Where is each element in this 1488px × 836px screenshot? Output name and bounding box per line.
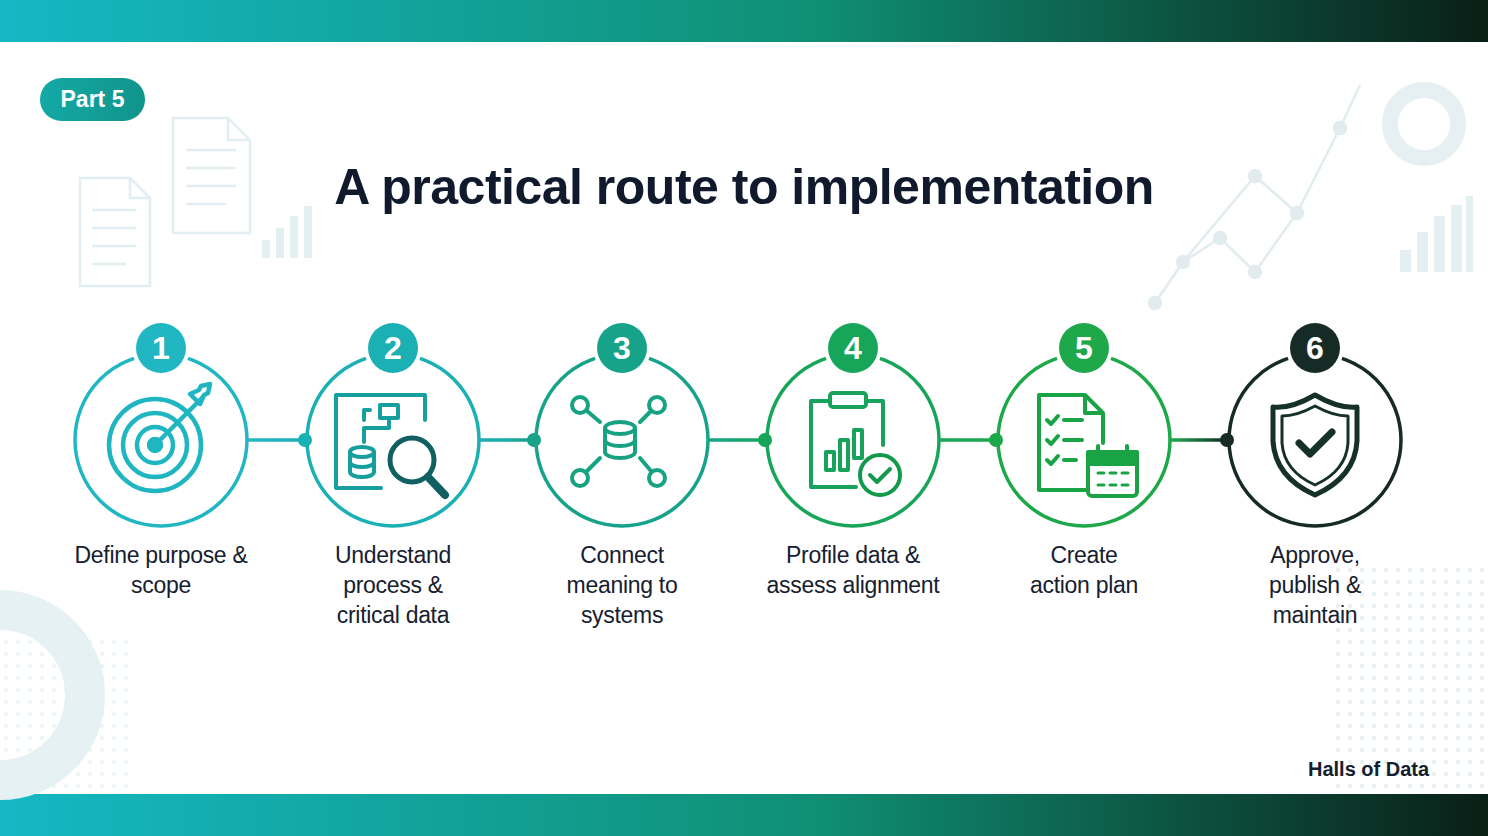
connector-line (1170, 438, 1227, 442)
connector (479, 433, 541, 447)
step-label: Profile data & assess alignment (753, 540, 953, 600)
connector-dot (1220, 433, 1234, 447)
brand-name: Halls of Data (1270, 758, 1470, 781)
circle-outline (73, 352, 249, 528)
connector (1170, 433, 1234, 447)
connector-dot (758, 433, 772, 447)
step-circle: 2Understand process & critical data (305, 352, 481, 528)
part-badge: Part 5 (40, 78, 145, 121)
process-search-icon (336, 395, 445, 495)
circle-outline (534, 352, 710, 528)
circle-stroke (998, 354, 1170, 526)
step-circle: 4Profile data & assess alignment (765, 352, 941, 528)
shield-icon (1273, 395, 1357, 495)
circle-stroke (767, 354, 939, 526)
step-number: 4 (828, 323, 878, 373)
connector-dot (989, 433, 1003, 447)
circle-stroke (536, 354, 708, 526)
connector (247, 433, 312, 447)
step-number: 2 (368, 323, 418, 373)
step-label: Approve, publish & maintain (1259, 540, 1371, 630)
circle-outline (1227, 352, 1403, 528)
step-circle: 3Connect meaning to systems (534, 352, 710, 528)
clipboard-chart-icon (811, 393, 900, 495)
connector-line (247, 438, 305, 442)
circle-stroke (307, 354, 479, 526)
connector (939, 433, 1003, 447)
connector (708, 433, 772, 447)
dot-field (0, 640, 130, 794)
step-circle: 1Define purpose & scope (73, 352, 249, 528)
target-icon (109, 384, 210, 491)
connector-line (939, 438, 996, 442)
step-number: 3 (597, 323, 647, 373)
circle-outline (305, 352, 481, 528)
faint-line-chart (1149, 85, 1360, 309)
step-label: Define purpose & scope (71, 540, 251, 600)
circle-stroke (1229, 354, 1401, 526)
step-label: Connect meaning to systems (557, 540, 687, 630)
title: A practical route to implementation (0, 158, 1488, 216)
connector-line (479, 438, 534, 442)
connector-dot (527, 433, 541, 447)
step-number: 6 (1290, 323, 1340, 373)
circle-stroke (75, 354, 247, 526)
faint-donut (1390, 90, 1458, 158)
checklist-calendar-icon (1039, 395, 1137, 496)
connector-line (708, 438, 765, 442)
connector-dot (298, 433, 312, 447)
step-circle: 6Approve, publish & maintain (1227, 352, 1403, 528)
step-number: 1 (136, 323, 186, 373)
step-label: Understand process & critical data (323, 540, 463, 630)
step-label: Create action plan (1019, 540, 1149, 600)
database-network-icon (572, 397, 665, 486)
step-number: 5 (1059, 323, 1109, 373)
circle-outline (765, 352, 941, 528)
faint-documents (80, 118, 250, 286)
circle-outline (996, 352, 1172, 528)
bottom-band (0, 794, 1488, 836)
step-circle: 5Create action plan (996, 352, 1172, 528)
top-band (0, 0, 1488, 42)
